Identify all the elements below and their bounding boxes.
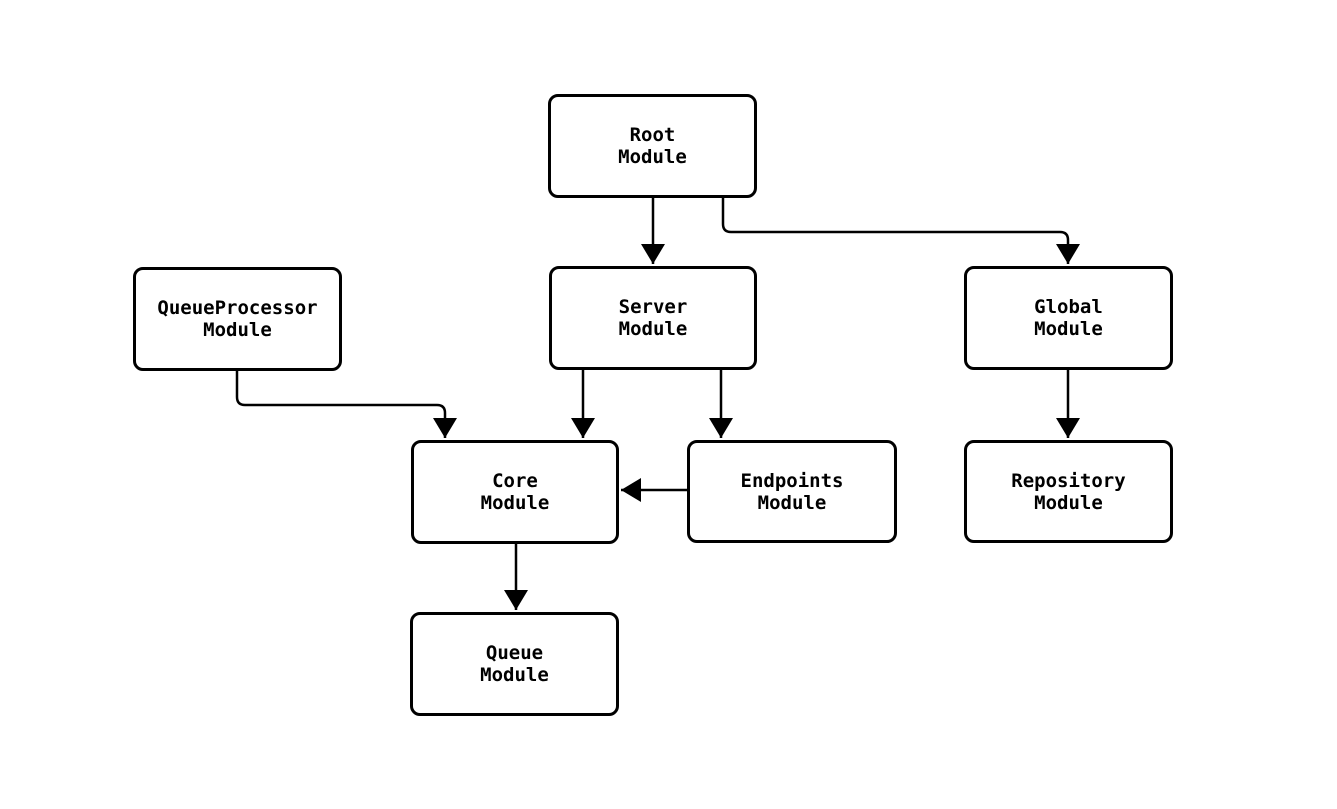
node-core-module: Core Module — [411, 440, 619, 544]
node-root-module: Root Module — [548, 94, 757, 198]
node-queue-module: Queue Module — [410, 612, 619, 716]
node-global-module: Global Module — [964, 266, 1173, 370]
node-endpoints-module: Endpoints Module — [687, 440, 897, 543]
node-server-module: Server Module — [549, 266, 757, 370]
edge-root-to-global — [721, 198, 1080, 264]
edge-queueprocessor-to-core — [235, 371, 457, 438]
node-queueprocessor-module: QueueProcessor Module — [133, 267, 342, 371]
node-repository-module: Repository Module — [964, 440, 1173, 543]
